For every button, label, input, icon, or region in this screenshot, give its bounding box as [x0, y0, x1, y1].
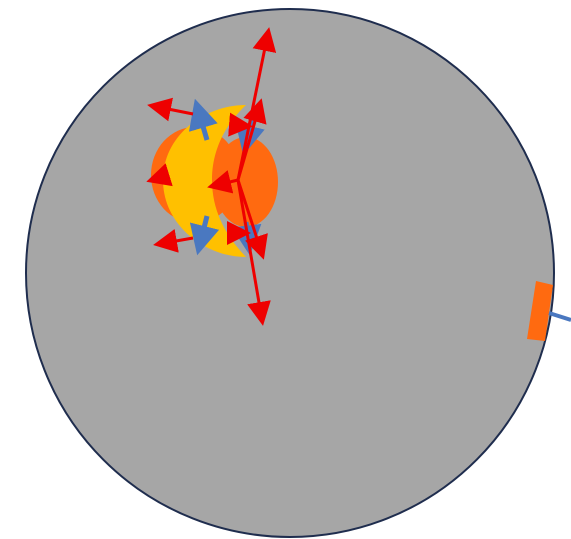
red-arrow-left-edge	[146, 163, 173, 187]
blue-arrow-1	[188, 98, 218, 141]
red-arrow-left-lower	[153, 229, 194, 253]
orange-edge-marker	[527, 281, 553, 341]
grey-disk	[25, 8, 555, 538]
red-force-arrows	[146, 27, 277, 326]
red-arrow-left-upper	[147, 97, 194, 122]
red-arrow-down-short	[236, 179, 268, 260]
red-arrow-left-center	[207, 170, 239, 194]
yellow-crescent	[163, 105, 246, 257]
red-arrow-up-short	[236, 98, 267, 181]
blue-arrow-3	[189, 215, 220, 256]
blue-edge-line	[548, 311, 571, 322]
orange-ellipse-right	[214, 137, 278, 227]
red-arrow-top-mid	[228, 112, 253, 137]
